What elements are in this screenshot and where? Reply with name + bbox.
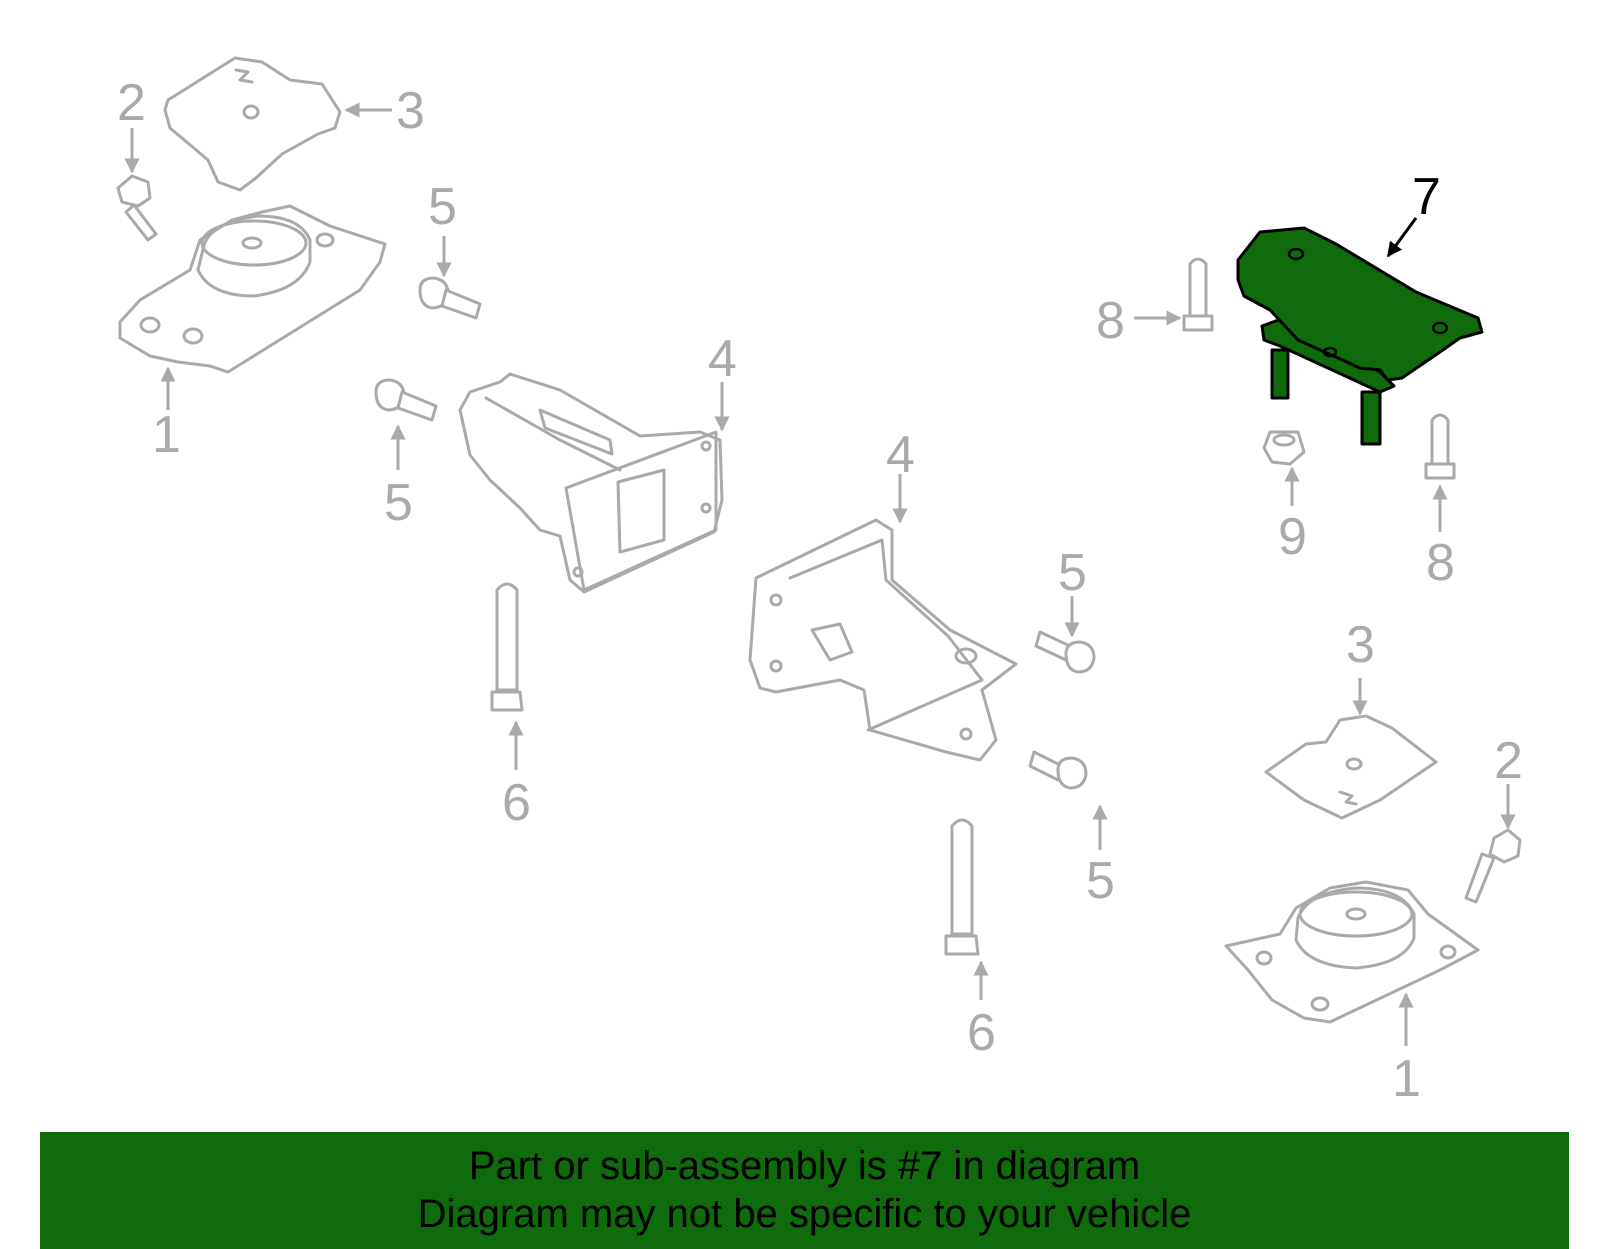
- stud-8-upper: [1182, 257, 1214, 332]
- bolt-2-left: [116, 174, 158, 242]
- bolt-5-right-upper: [1034, 630, 1096, 674]
- bracket-4-right: [748, 518, 1018, 762]
- callout-2: 2: [1494, 732, 1523, 790]
- bracket-4-left: [458, 372, 724, 594]
- engine-mount-left: [118, 204, 387, 374]
- callout-6: 6: [502, 774, 531, 832]
- callout-5: 5: [384, 474, 413, 532]
- callout-3: 3: [1346, 616, 1375, 674]
- callout-4: 4: [708, 330, 737, 388]
- leader-lines: [124, 102, 1516, 1046]
- callout-labels: 1 2 3 5 5 4 4 5 5 6 6 7 8 8 9 3 2 1: [117, 74, 1523, 1108]
- callout-6: 6: [967, 1004, 996, 1062]
- stud-6-right: [944, 818, 980, 956]
- transmission-mount-7: [1236, 226, 1484, 446]
- banner-line-1: Part or sub-assembly is #7 in diagram: [468, 1144, 1141, 1188]
- callout-5: 5: [1086, 852, 1115, 910]
- bolt-5-left: [374, 378, 438, 422]
- stud-8-lower: [1424, 413, 1456, 480]
- callout-9: 9: [1278, 508, 1307, 566]
- bolt-2-right: [1464, 828, 1522, 904]
- callout-1: 1: [1392, 1050, 1421, 1108]
- callout-8: 8: [1096, 292, 1125, 350]
- callout-1: 1: [152, 406, 181, 464]
- stud-6-left: [490, 582, 524, 712]
- bolt-5-right-lower: [1028, 750, 1088, 790]
- heat-shield-right: [1264, 714, 1438, 820]
- callout-7: 7: [1412, 168, 1441, 226]
- callout-4: 4: [886, 426, 915, 484]
- nut-9: [1262, 430, 1306, 466]
- bolt-5-upper: [418, 276, 482, 320]
- callout-5: 5: [428, 178, 457, 236]
- info-banner: Part or sub-assembly is #7 in diagram Di…: [40, 1132, 1569, 1249]
- heat-shield-left: [163, 56, 342, 192]
- banner-line-2: Diagram may not be specific to your vehi…: [417, 1192, 1192, 1236]
- callout-8: 8: [1426, 534, 1455, 592]
- callout-2: 2: [117, 74, 146, 132]
- callout-3: 3: [396, 82, 425, 140]
- engine-mount-right: [1224, 880, 1480, 1024]
- callout-5: 5: [1058, 544, 1087, 602]
